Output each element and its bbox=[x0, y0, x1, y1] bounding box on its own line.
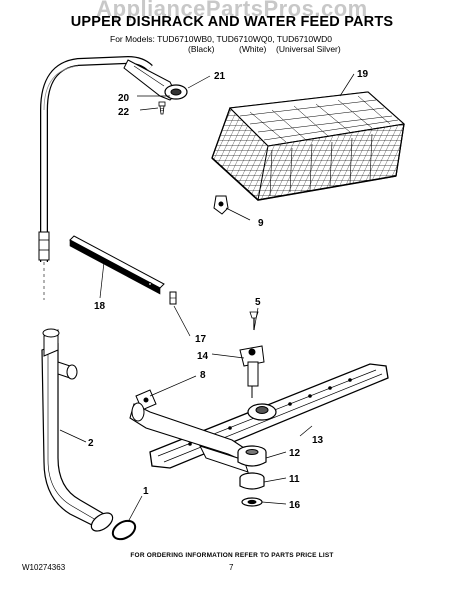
upper-dishrack bbox=[211, 91, 406, 201]
model-list: For Models: TUD6710WB0, TUD6710WQ0, TUD6… bbox=[110, 34, 333, 44]
screw-22 bbox=[158, 101, 166, 115]
callout-16: 16 bbox=[289, 500, 301, 511]
callout-14: 14 bbox=[197, 351, 209, 362]
color-label-silver: (Universal Silver) bbox=[276, 44, 341, 54]
color-label-white: (White) bbox=[239, 44, 267, 54]
water-feed-tube bbox=[38, 55, 153, 300]
page-title: UPPER DISHRACK AND WATER FEED PARTS bbox=[70, 14, 394, 30]
callout-13: 13 bbox=[312, 435, 324, 446]
callout-17: 17 bbox=[195, 334, 207, 345]
arm-washer bbox=[241, 497, 263, 507]
callout-1: 1 bbox=[143, 486, 149, 497]
spray-arm-mount bbox=[239, 345, 265, 398]
callout-leaders bbox=[59, 73, 355, 523]
watermark: AppliancePartsPros.com bbox=[96, 0, 368, 21]
color-label-black: (Black) bbox=[188, 44, 215, 54]
callout-11: 11 bbox=[289, 474, 300, 485]
callout-5: 5 bbox=[255, 297, 261, 308]
callout-20: 20 bbox=[118, 93, 130, 104]
o-ring bbox=[111, 519, 137, 541]
callout-8: 8 bbox=[200, 370, 206, 381]
rail-bracket bbox=[69, 235, 165, 295]
callout-18: 18 bbox=[94, 301, 106, 312]
rack-clip bbox=[213, 195, 229, 215]
callout-12: 12 bbox=[289, 448, 301, 459]
callout-9: 9 bbox=[258, 218, 264, 229]
ordering-note: FOR ORDERING INFORMATION REFER TO PARTS … bbox=[130, 552, 334, 559]
callout-21: 21 bbox=[214, 71, 226, 82]
callout-19: 19 bbox=[357, 69, 369, 80]
callout-22: 22 bbox=[118, 107, 130, 118]
bearing-ring bbox=[237, 445, 267, 467]
document-number: W10274363 bbox=[22, 563, 66, 572]
lower-feed-tube bbox=[41, 328, 114, 532]
page-number: 7 bbox=[229, 563, 234, 572]
spray-arm bbox=[149, 363, 389, 469]
small-clip bbox=[169, 291, 177, 305]
tube-end-fitting bbox=[123, 59, 188, 101]
arm-nut bbox=[239, 472, 265, 490]
callout-2: 2 bbox=[88, 438, 94, 449]
